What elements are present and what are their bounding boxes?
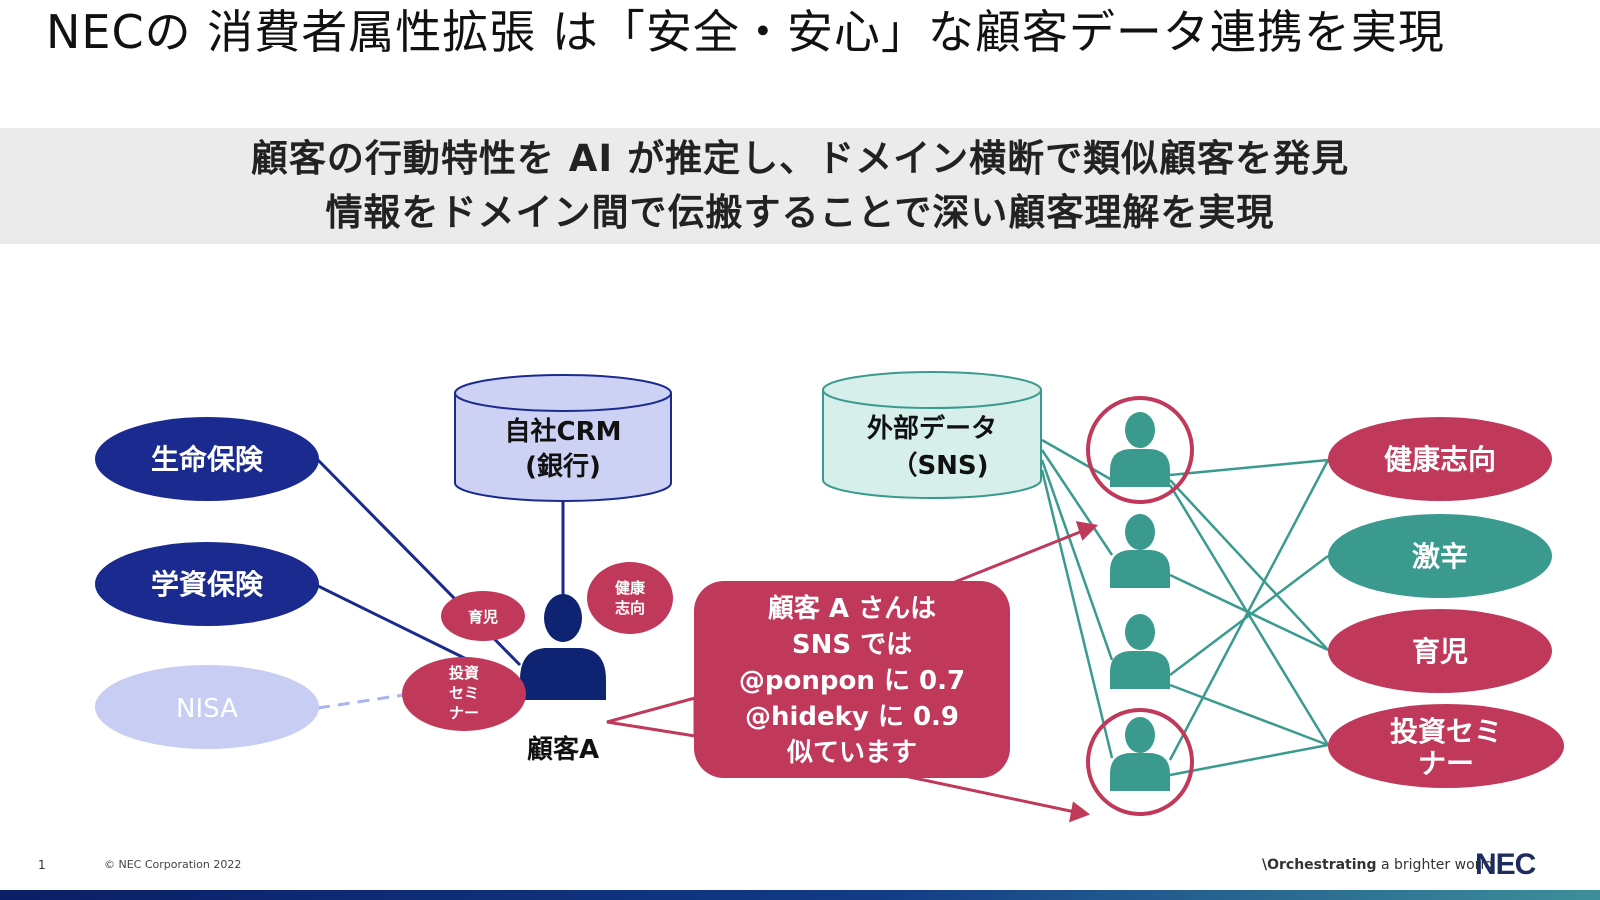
tag-label: ナー bbox=[449, 704, 479, 722]
sns-user-2 bbox=[1110, 514, 1170, 588]
callout-line-1: 顧客 A さんは bbox=[768, 593, 936, 624]
subtitle-band: 顧客の行動特性を AI が推定し、ドメイン横断で類似顧客を発見 情報をドメイン間… bbox=[0, 128, 1600, 244]
tag-label: 志向 bbox=[615, 599, 645, 617]
sns-user-3 bbox=[1110, 614, 1170, 689]
callout-line-5: 似ています bbox=[786, 738, 917, 768]
network-lines bbox=[1040, 438, 1330, 777]
sns-label-1: 外部データ bbox=[867, 413, 997, 444]
tag-label: セミ bbox=[449, 684, 479, 702]
copyright: © NEC Corporation 2022 bbox=[104, 858, 242, 871]
callout-line-2: SNS では bbox=[792, 630, 912, 660]
attribute-childcare: 育児 bbox=[1328, 609, 1552, 693]
product-education-insurance: 学資保険 bbox=[95, 542, 319, 626]
subtitle-line-1: 顧客の行動特性を AI が推定し、ドメイン横断で類似顧客を発見 bbox=[250, 137, 1350, 180]
tag-health: 健康 志向 bbox=[587, 562, 673, 634]
attribute-health: 健康志向 bbox=[1328, 417, 1552, 501]
sns-database: 外部データ （SNS) bbox=[822, 371, 1042, 499]
callout-line-4: @hideky に 0.9 bbox=[745, 702, 959, 732]
attribute-spicy: 激辛 bbox=[1328, 514, 1552, 598]
product-label: 生命保険 bbox=[151, 443, 264, 476]
bottom-gradient-bar bbox=[0, 890, 1600, 900]
tag-label: 健康 bbox=[615, 579, 646, 597]
attribute-label: ナー bbox=[1418, 747, 1474, 780]
crm-label-1: 自社CRM bbox=[505, 416, 622, 447]
product-label: 学資保険 bbox=[151, 568, 264, 601]
crm-database: 自社CRM (銀行) bbox=[454, 374, 672, 502]
tag-childcare: 育児 bbox=[441, 591, 525, 641]
attribute-investment-seminar: 投資セミ ナー bbox=[1328, 704, 1564, 788]
page-number: 1 bbox=[38, 858, 46, 872]
attribute-label: 激辛 bbox=[1412, 540, 1468, 573]
product-nisa: NISA bbox=[95, 665, 319, 749]
subtitle-line-2: 情報をドメイン間で伝搬することで深い顧客理解を実現 bbox=[325, 191, 1275, 234]
similarity-callout: 顧客 A さんは SNS では @ponpon に 0.7 @hideky に … bbox=[606, 581, 1010, 778]
tag-label: 育児 bbox=[468, 608, 498, 626]
customer-a-label: 顧客A bbox=[527, 734, 599, 765]
nec-logo: NEC bbox=[1475, 848, 1536, 881]
customer-a-icon bbox=[520, 594, 606, 700]
tagline: \Orchestrating a brighter world bbox=[1262, 857, 1493, 873]
product-label: NISA bbox=[176, 694, 238, 724]
attribute-label: 育児 bbox=[1412, 635, 1468, 668]
attribute-label: 投資セミ bbox=[1390, 715, 1502, 748]
tagline-bold: \Orchestrating bbox=[1262, 857, 1377, 873]
page-title: NECの 消費者属性拡張 は「安全・安心」な顧客データ連携を実現 bbox=[46, 5, 1445, 59]
crm-label-2: (銀行) bbox=[525, 451, 601, 482]
sns-user-4 bbox=[1086, 708, 1194, 816]
tag-investment-seminar: 投資 セミ ナー bbox=[402, 657, 526, 731]
tag-label: 投資 bbox=[449, 664, 479, 682]
callout-line-3: @ponpon に 0.7 bbox=[739, 666, 965, 696]
attribute-label: 健康志向 bbox=[1384, 443, 1496, 476]
sns-user-1 bbox=[1086, 396, 1194, 504]
product-life-insurance: 生命保険 bbox=[95, 417, 319, 501]
callout-arrows bbox=[899, 521, 1099, 823]
tagline-rest: a brighter world bbox=[1376, 857, 1494, 873]
sns-label-2: （SNS) bbox=[891, 451, 988, 481]
